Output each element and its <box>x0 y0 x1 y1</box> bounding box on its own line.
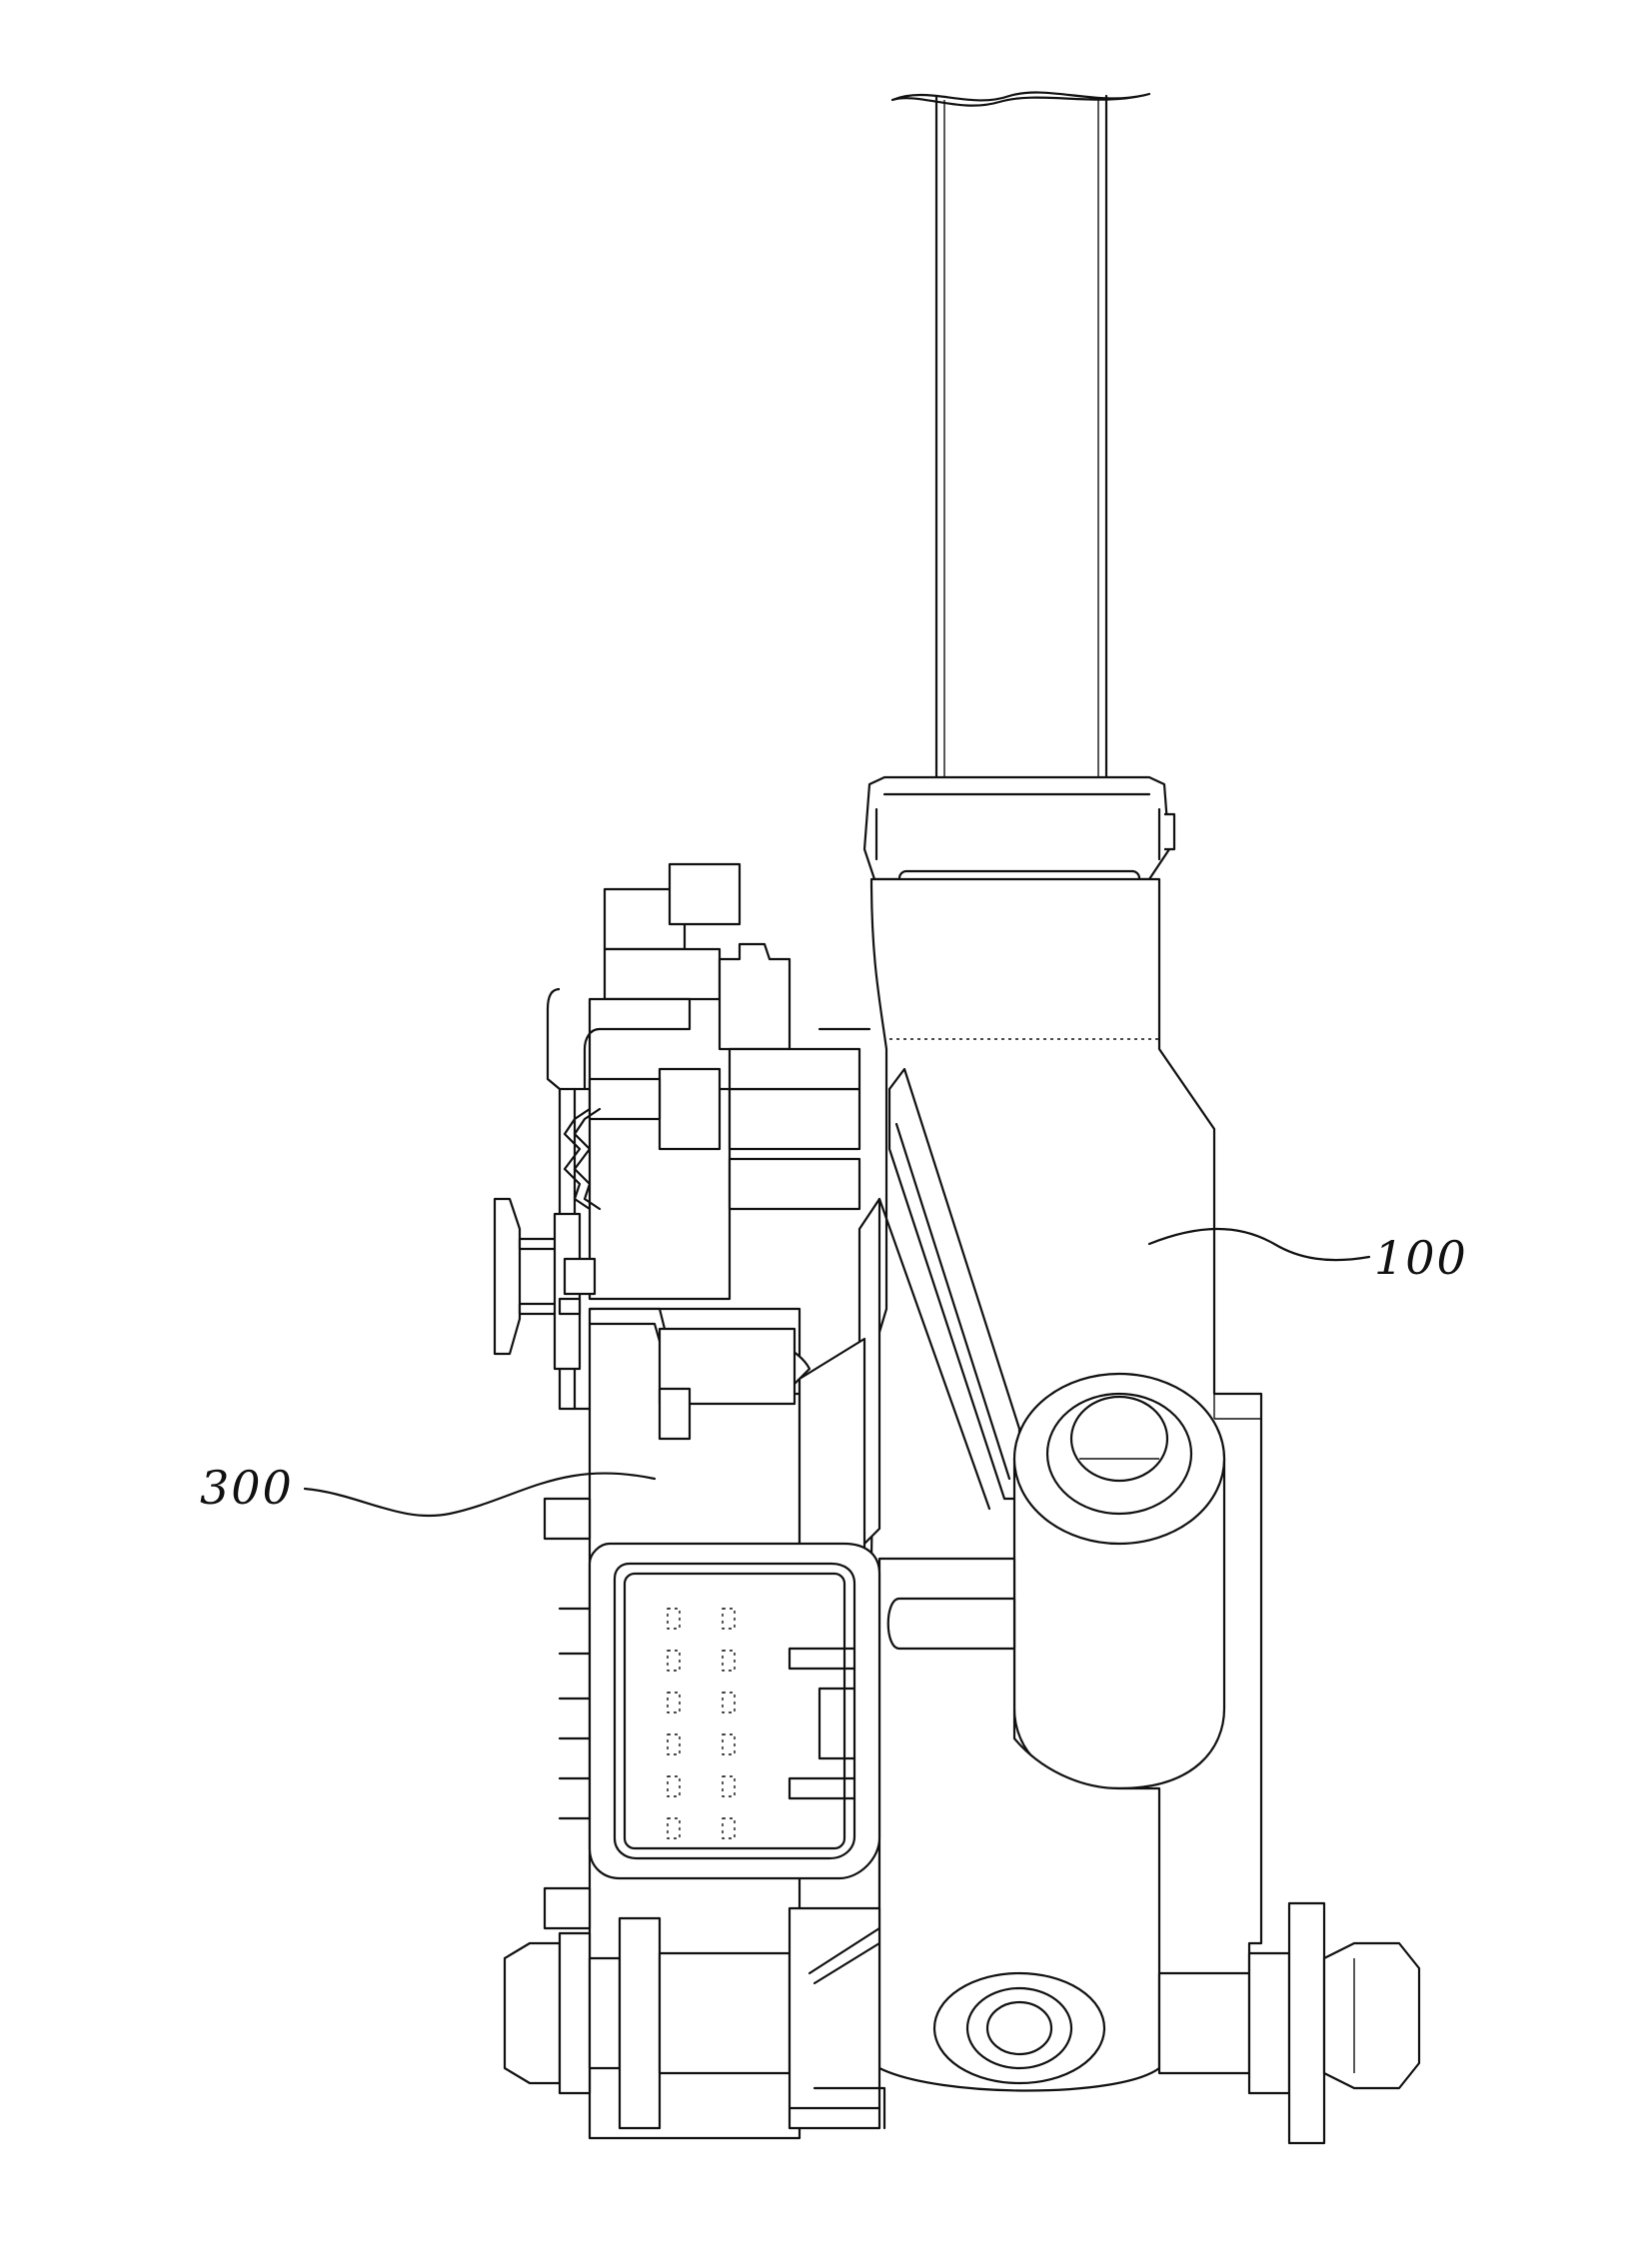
reference-label-300: 300 <box>200 1461 294 1515</box>
connector-block <box>590 1544 879 1878</box>
reference-label-100: 100 <box>1374 1231 1468 1285</box>
pivot-cylinder <box>1014 1374 1224 1788</box>
side-module <box>495 864 869 1439</box>
lever-rod <box>892 93 1149 784</box>
terminal-pins <box>545 1499 590 1928</box>
rod-collar <box>864 777 1174 885</box>
